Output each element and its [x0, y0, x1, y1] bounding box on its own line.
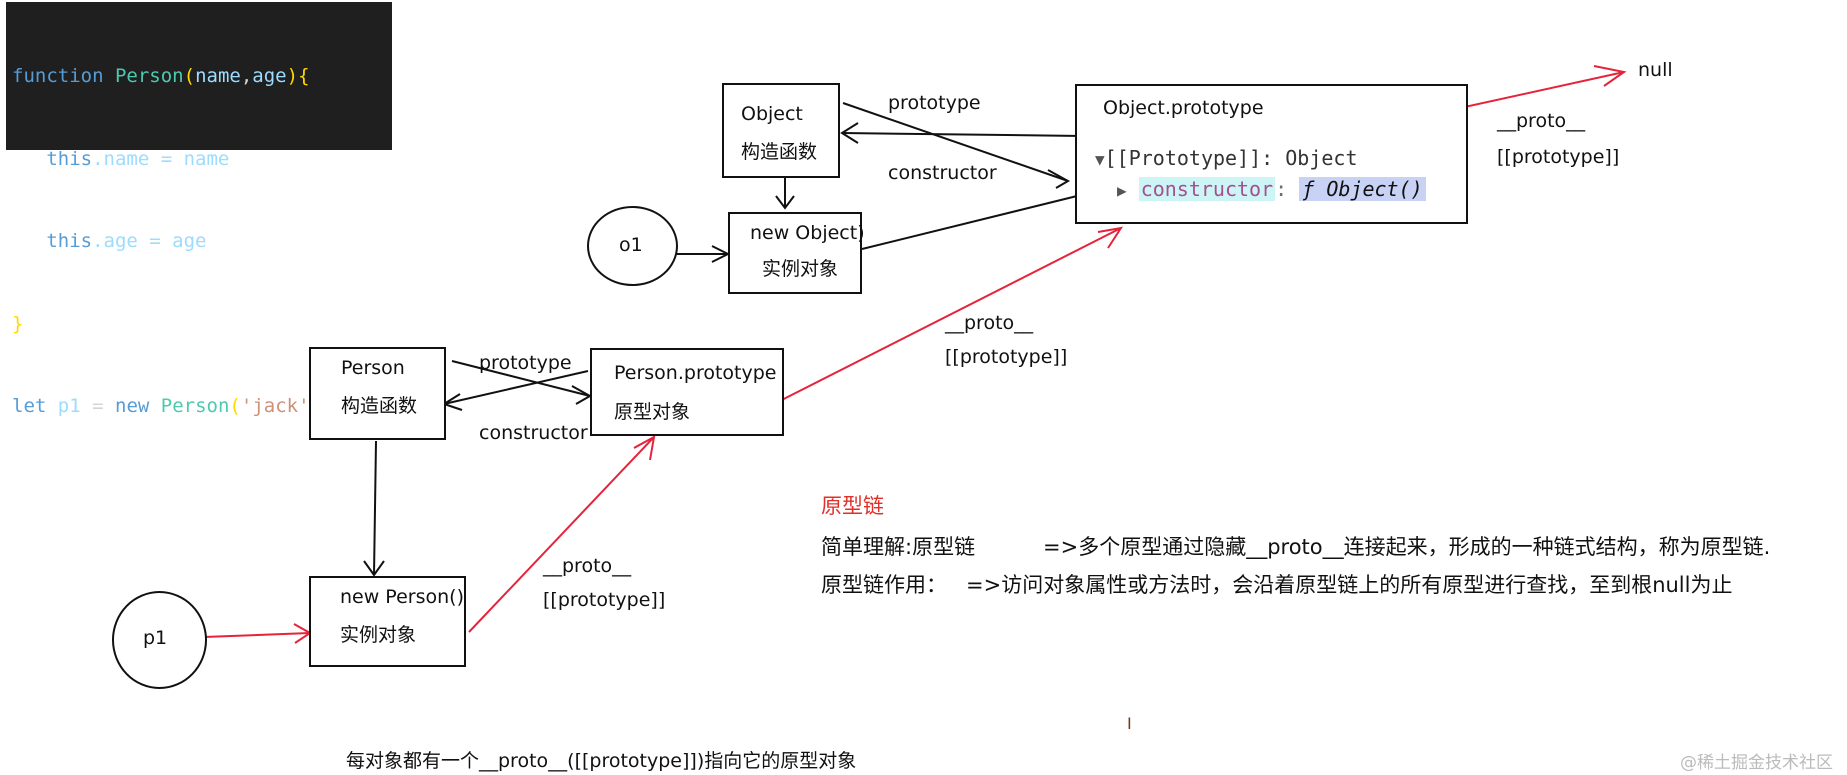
object-constructor-sub: 构造函数 — [741, 141, 818, 163]
code-line-1: function Person(name,age){ — [12, 65, 310, 87]
o1-circle: o1 — [587, 206, 678, 286]
label-proto-mid: __proto__ — [945, 312, 1034, 334]
text-cursor-icon: I — [1127, 714, 1132, 733]
person-constructor-name: Person — [341, 357, 405, 379]
devtools-constructor-row[interactable]: ▶ constructor: ƒ Object() — [1117, 177, 1426, 201]
label-proto-right: __proto__ — [1497, 110, 1586, 132]
object-constructor-name: Object — [741, 103, 803, 125]
p1-circle: p1 — [112, 591, 207, 689]
collapse-triangle-icon[interactable]: ▼ — [1095, 150, 1105, 169]
code-line-3: this.age = age — [46, 230, 207, 252]
object-prototype-box: Object.prototype ▼[[Prototype]]: Object … — [1075, 84, 1468, 224]
person-instance-box: new Person() 实例对象 — [309, 576, 466, 667]
arrow-person-to-instance — [363, 440, 385, 577]
person-prototype-sub: 原型对象 — [614, 401, 691, 423]
arrow-object-constructor — [840, 122, 1084, 144]
code-line-5: let p1 = new Person('jack',20) — [12, 395, 355, 417]
arrow-p1-to-instance — [203, 623, 312, 644]
label-constructor-top: constructor — [888, 162, 997, 184]
arrow-object-prototype — [842, 102, 1071, 189]
notes-title: 原型链 — [821, 494, 884, 518]
arrow-person-prototype-to-object-prototype — [763, 226, 1124, 410]
code-line-4: } — [12, 312, 24, 335]
notes-line1-text: =>多个原型通过隐藏__proto__连接起来，形成的一种链式结构，称为原型链. — [1043, 535, 1771, 559]
person-prototype-name: Person.prototype — [614, 362, 777, 384]
person-prototype-box: Person.prototype 原型对象 — [590, 348, 784, 436]
notes-line2-label: 原型链作用： — [821, 573, 947, 597]
arrow-instance-to-person-prototype — [468, 435, 656, 633]
object-instance-sub: 实例对象 — [762, 258, 839, 280]
label-proto-right-2: [[prototype]] — [1497, 146, 1620, 168]
notes-line1-label: 简单理解:原型链 — [821, 535, 976, 559]
label-prototype-top: prototype — [888, 92, 981, 114]
object-instance-box: new Object) 实例对象 — [728, 212, 865, 294]
person-constructor-sub: 构造函数 — [341, 395, 418, 417]
code-snippet: function Person(name,age){ this.name = n… — [6, 2, 392, 417]
arrow-object-to-instance — [775, 177, 795, 210]
null-label: null — [1638, 59, 1673, 81]
object-constructor-box: Object 构造函数 — [722, 83, 840, 178]
label-constructor-bottom: constructor — [479, 422, 588, 444]
p1-label: p1 — [143, 627, 168, 649]
label-proto-bottom-2: [[prototype]] — [543, 589, 666, 611]
devtools-proto-row[interactable]: ▼[[Prototype]]: Object — [1095, 146, 1358, 170]
label-proto-bottom: __proto__ — [543, 555, 632, 577]
arrow-instance-to-object-prototype — [861, 195, 1078, 250]
person-instance-sub: 实例对象 — [340, 624, 417, 646]
object-prototype-title: Object.prototype — [1103, 97, 1264, 119]
person-instance-name: new Person() — [340, 586, 464, 608]
label-proto-mid-2: [[prototype]] — [945, 346, 1068, 368]
object-instance-name: new Object) — [750, 222, 865, 244]
label-prototype-bottom: prototype — [479, 352, 572, 374]
watermark: @稀土掘金技术社区 — [1680, 753, 1833, 773]
code-line-2: this.name = name — [46, 147, 230, 170]
person-constructor-box: Person 构造函数 — [309, 347, 446, 440]
o1-label: o1 — [619, 234, 643, 256]
expand-triangle-icon[interactable]: ▶ — [1117, 181, 1127, 200]
footer-note: 每对象都有一个__proto__([[prototype]])指向它的原型对象 — [346, 750, 857, 772]
notes-line2-text: =>访问对象属性或方法时，会沿着原型链上的所有原型进行查找，至到根null为止 — [966, 573, 1733, 597]
